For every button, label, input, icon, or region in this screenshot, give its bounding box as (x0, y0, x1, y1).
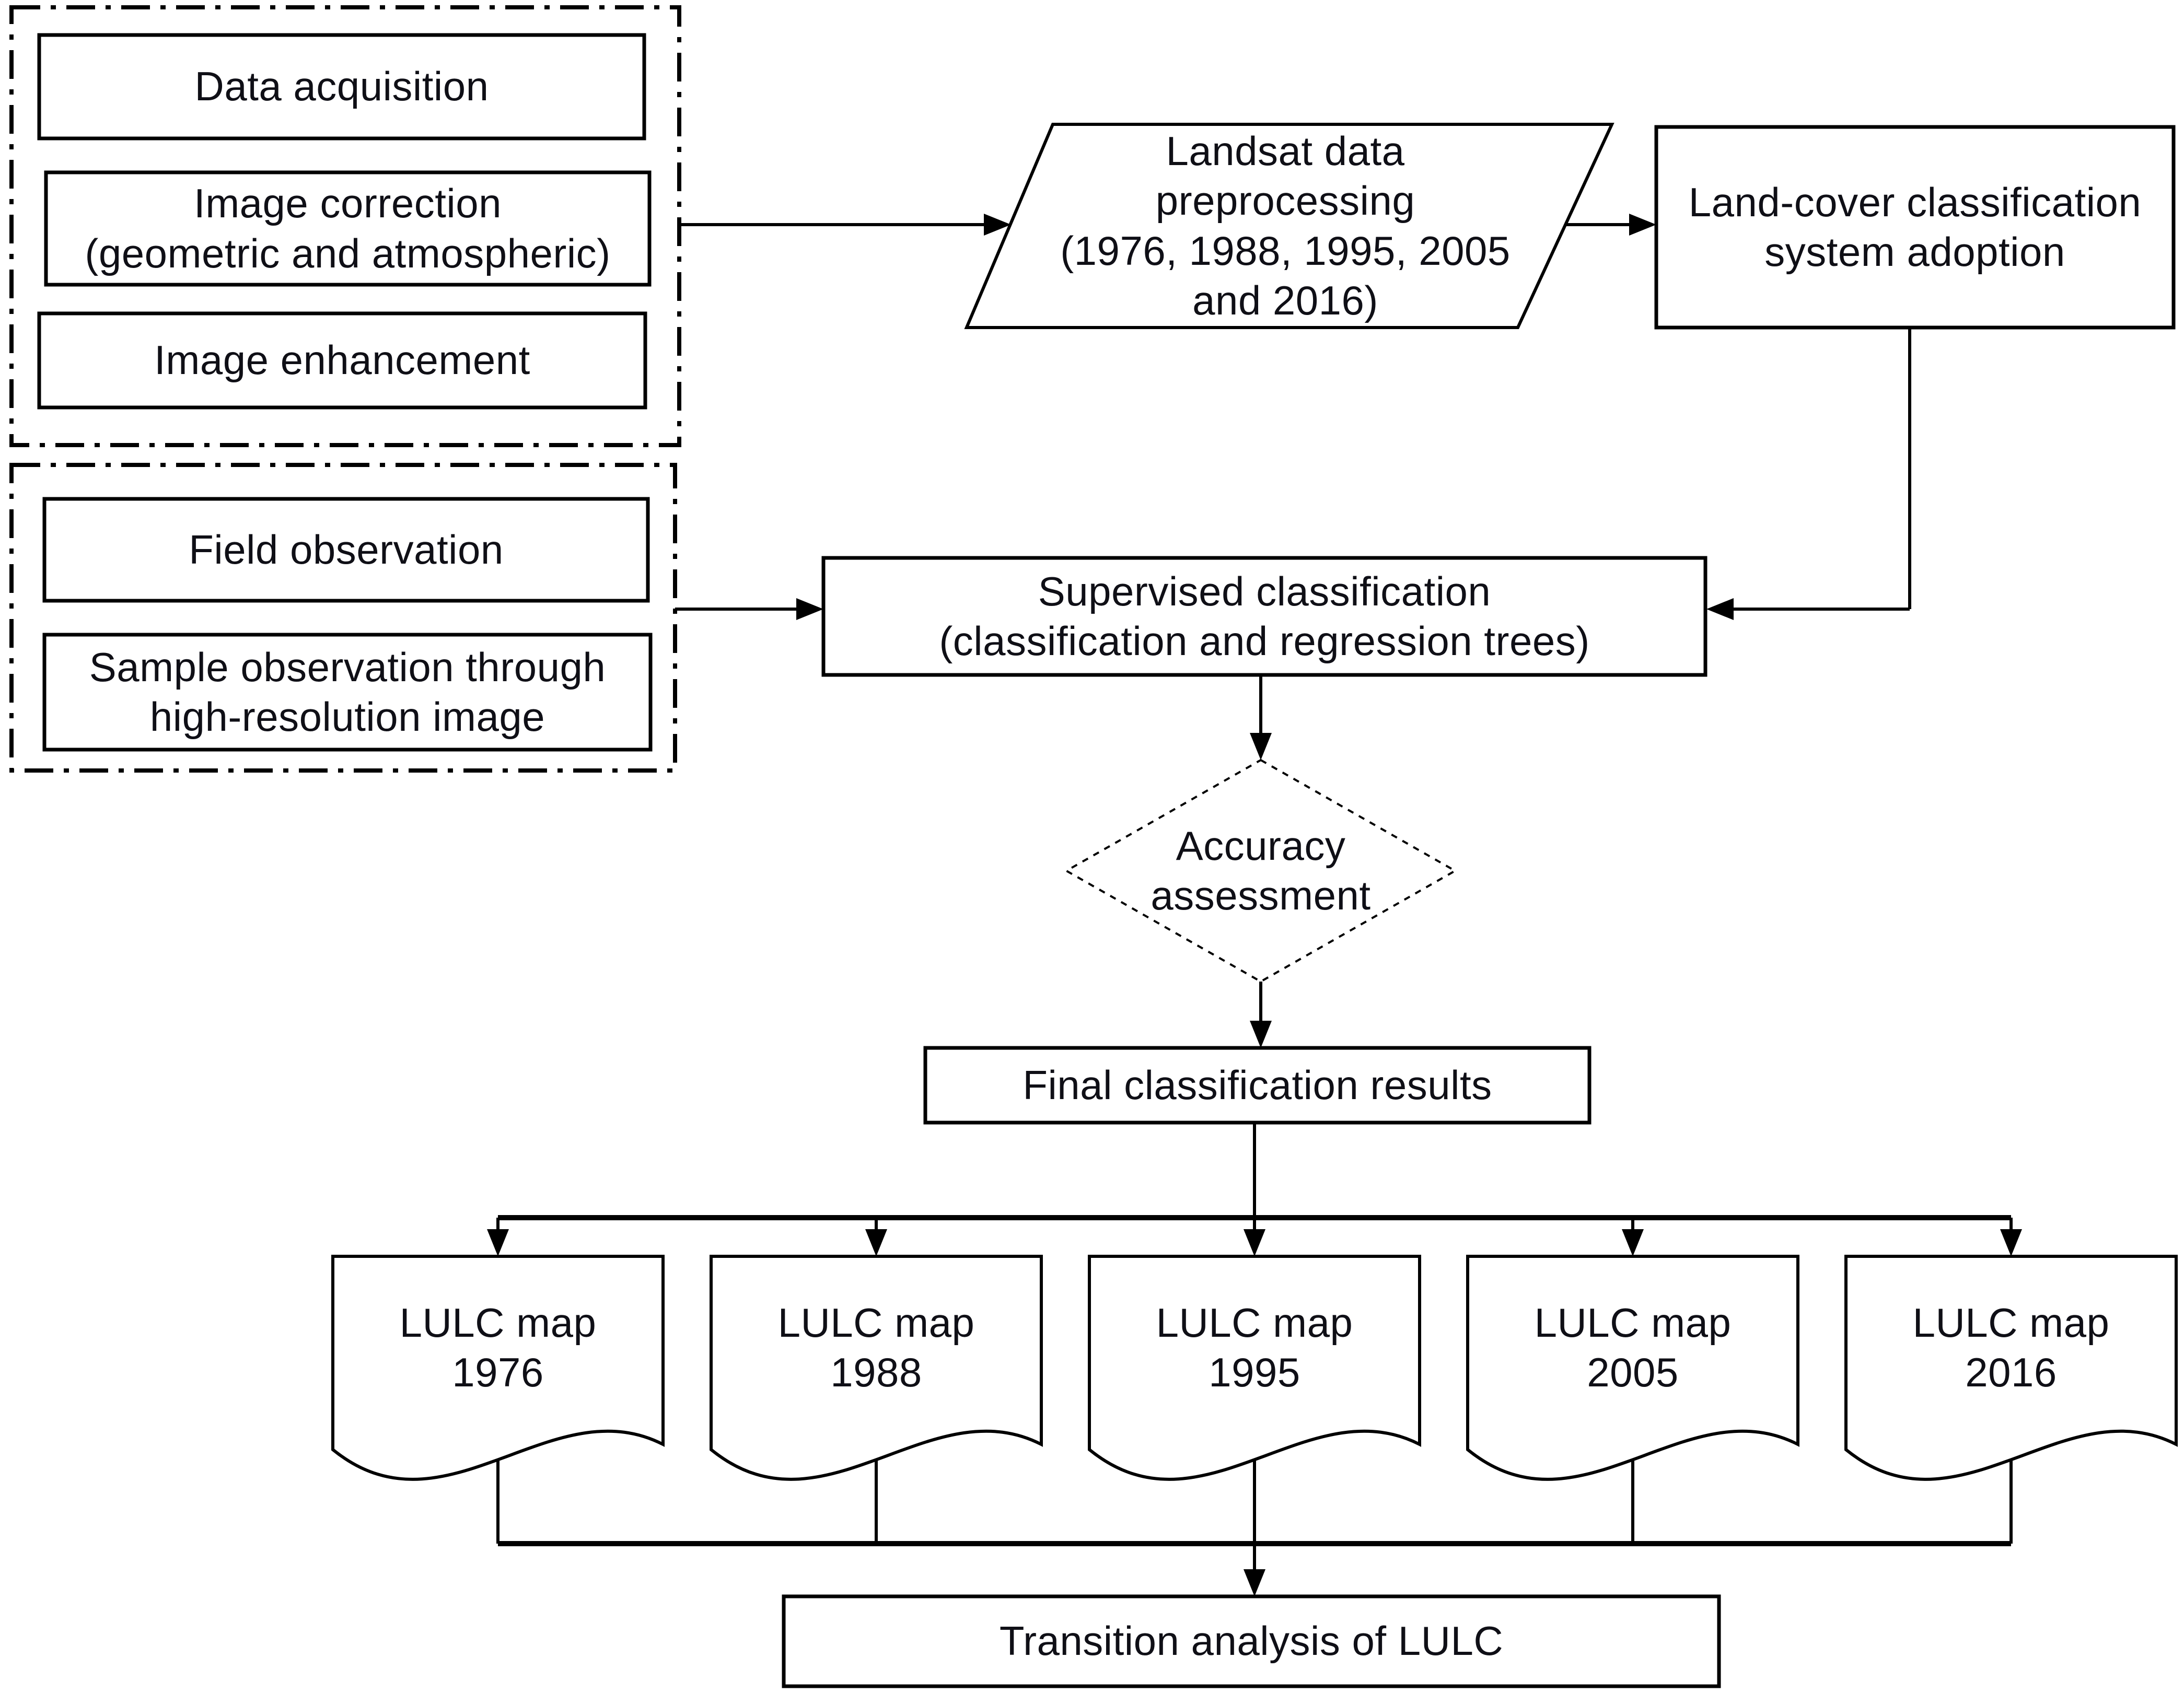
label-field-observation: Field observation (189, 526, 504, 573)
document-lulc-map-1995 (1088, 1255, 1421, 1481)
arrowhead-into-preprocessing (984, 214, 1011, 236)
arrowhead-into-supervised-left (796, 598, 823, 620)
box-field-observation (42, 497, 650, 603)
document-lulc-map-1988 (710, 1255, 1043, 1481)
label-sample-observation: Sample observation through high-resoluti… (89, 644, 606, 740)
box-data-acquisition (37, 33, 646, 141)
label-landsat-preprocessing: Landsat data preprocessing (1976, 1988, … (1060, 128, 1511, 323)
document-lulc-map-2016 (1844, 1255, 2178, 1481)
arrowhead-into-landcover (1629, 214, 1656, 236)
document-lulc-map-2005 (1466, 1255, 1799, 1481)
box-image-correction (44, 170, 652, 287)
label-data-acquisition: Data acquisition (194, 63, 489, 110)
box-final-results (923, 1046, 1591, 1125)
diamond-accuracy-assessment (1064, 758, 1458, 983)
box-sample-observation (42, 633, 653, 752)
label-lulc-map-2016: LULC map 2016 (1912, 1299, 2110, 1395)
label-supervised-classification: Supervised classification (classificatio… (939, 568, 1590, 664)
label-accuracy-assessment: Accuracy assessment (1151, 822, 1371, 918)
label-transition-analysis: Transition analysis of LULC (999, 1618, 1504, 1664)
label-lulc-map-1995: LULC map 1995 (1156, 1299, 1353, 1395)
label-lulc-map-1988: LULC map 1988 (777, 1299, 975, 1395)
label-lulc-map-2005: LULC map 2005 (1534, 1299, 1732, 1395)
box-transition-analysis (782, 1594, 1721, 1688)
box-landcover-system (1654, 125, 2176, 330)
arrowhead-into-final (1250, 1021, 1272, 1048)
label-image-correction: Image correction (geometric and atmosphe… (85, 180, 611, 276)
parallelogram-landsat-preprocessing (964, 123, 1614, 329)
box-image-enhancement (37, 311, 647, 410)
label-image-enhancement: Image enhancement (154, 337, 530, 383)
document-lulc-map-1976 (331, 1255, 665, 1481)
arrowhead-into-doc-1976 (487, 1229, 509, 1256)
label-final-results: Final classification results (1023, 1061, 1492, 1108)
arrowhead-into-doc-2016 (2000, 1229, 2022, 1256)
arrowhead-into-doc-2005 (1622, 1229, 1644, 1256)
arrowhead-into-transition (1244, 1569, 1265, 1596)
arrowhead-into-doc-1995 (1244, 1229, 1265, 1256)
label-lulc-map-1976: LULC map 1976 (399, 1299, 597, 1395)
dashed-container-reference-data (9, 463, 677, 773)
arrowhead-into-accuracy (1250, 733, 1272, 760)
arrowhead-into-supervised-right (1706, 598, 1734, 620)
label-landcover-system: Land-cover classification system adoptio… (1688, 179, 2142, 275)
arrowhead-into-doc-1988 (865, 1229, 887, 1256)
box-supervised-classification (821, 556, 1707, 677)
